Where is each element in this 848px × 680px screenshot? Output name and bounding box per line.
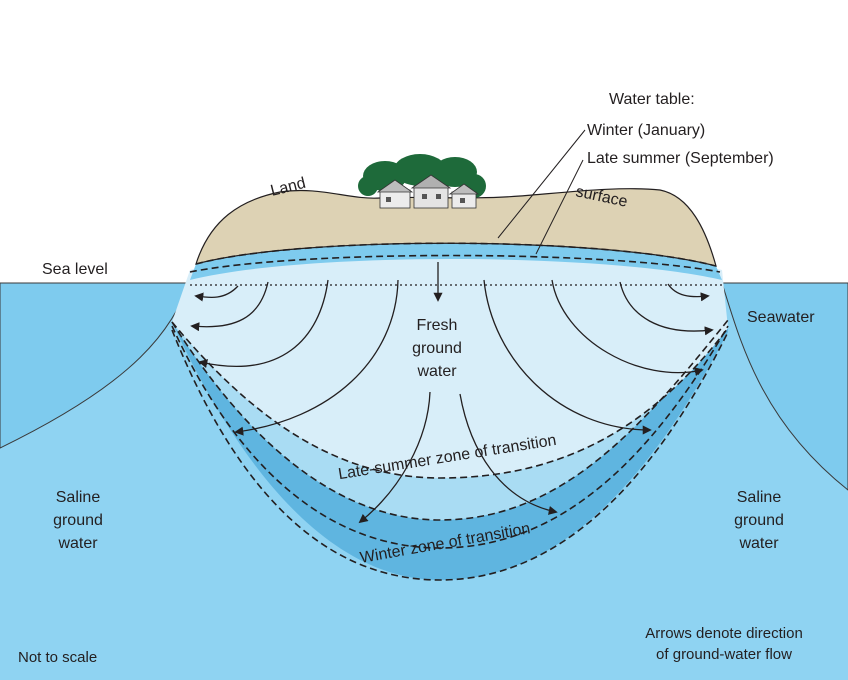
flow-arrow: [667, 283, 710, 302]
arrows-note-line-1: Arrows denote direction: [645, 625, 803, 642]
houses-and-trees-icon: [358, 154, 486, 209]
fresh-label-2: ground: [412, 340, 462, 357]
flow-arrows: [190, 262, 714, 524]
flow-arrow: [483, 279, 652, 435]
water-table-band: [190, 243, 722, 280]
late-summer-water-table-line: [189, 254, 721, 273]
winter-zone-of-transition: [172, 320, 728, 580]
flow-arrow: [194, 285, 239, 302]
saline-right-label-3: water: [738, 535, 779, 552]
seawater-label: Seawater: [747, 309, 815, 326]
saline-right-label-2: ground: [734, 512, 784, 529]
saline-left-label-1: Saline: [56, 489, 101, 506]
fresh-label-3: water: [416, 363, 457, 380]
late-summer-zone-of-transition: [172, 320, 728, 520]
water-table-heading: Water table:: [609, 91, 695, 108]
sea-level-label: Sea level: [42, 261, 108, 278]
flow-arrow: [190, 281, 269, 332]
arrows-note-line-2: of ground-water flow: [656, 646, 792, 663]
flow-arrow: [198, 279, 329, 369]
late-summer-label: Late summer (September): [587, 150, 774, 167]
saline-left-label-3: water: [57, 535, 98, 552]
saline-right-label-1: Saline: [737, 489, 782, 506]
winter-inner-boundary: [171, 325, 729, 549]
flow-arrow: [234, 279, 399, 436]
winter-water-table-line: [195, 242, 717, 267]
fresh-label-1: Fresh: [417, 317, 458, 334]
flow-arrow: [459, 393, 558, 515]
fresh-ground-water-lens: [172, 247, 728, 478]
seawater-right: [721, 282, 848, 491]
winter-label: Winter (January): [587, 122, 705, 139]
flow-arrow: [358, 391, 431, 524]
late-summer-outer-boundary: [171, 319, 729, 521]
saline-left-label-2: ground: [53, 512, 103, 529]
winter-outer-boundary: [171, 329, 729, 581]
not-to-scale-label: Not to scale: [18, 649, 97, 666]
flow-arrow: [619, 281, 714, 336]
flow-arrow: [551, 279, 704, 377]
late-summer-leader-line: [535, 159, 584, 255]
late-summer-inner-boundary: [171, 321, 729, 479]
winter-leader-line: [497, 129, 586, 239]
